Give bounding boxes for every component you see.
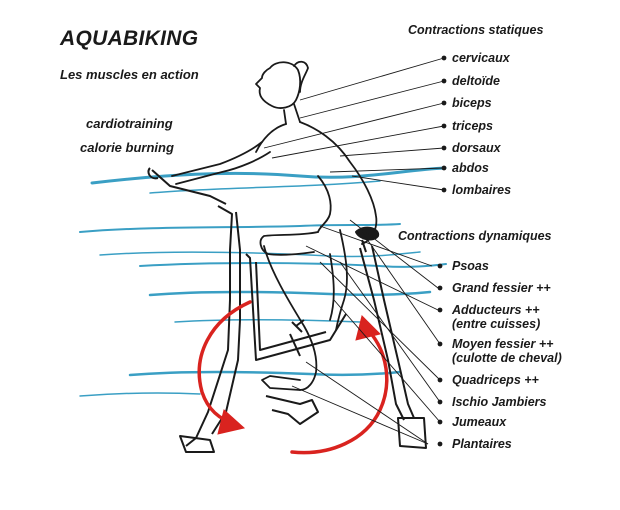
- rider-thigh: [259, 231, 319, 256]
- water-wave: [139, 262, 447, 268]
- bullet-dot: [441, 100, 447, 106]
- diagram-subtitle: Les muscles en action: [60, 67, 199, 82]
- bullet-dot: [437, 341, 443, 347]
- exercise-bike: [147, 167, 427, 453]
- bike-rear-leg: [359, 247, 405, 421]
- muscle-label: Moyen fessier ++: [452, 337, 554, 351]
- bike-front-frame: [185, 205, 233, 447]
- diagram-title: AQUABIKING: [60, 27, 199, 50]
- rider-head: [255, 61, 302, 109]
- rotation-arrow-right: [290, 328, 389, 455]
- leader-line: [349, 219, 439, 289]
- muscle-label: dorsaux: [452, 141, 501, 155]
- leader-line: [351, 175, 445, 191]
- bike-base-rear: [397, 417, 427, 449]
- leader-line: [339, 147, 445, 157]
- rider-torso: [255, 121, 378, 245]
- bullet-dot: [437, 441, 443, 447]
- leader-line: [305, 361, 429, 445]
- bullet-dot: [437, 377, 443, 383]
- pedal-rotation-arrows: [197, 300, 389, 455]
- leader-line: [319, 261, 441, 381]
- leader-line: [263, 102, 445, 149]
- rider-back: [317, 175, 332, 233]
- bike-main-body: [245, 253, 347, 361]
- muscle-label: triceps: [452, 119, 493, 133]
- bullet-dot: [441, 187, 447, 193]
- bike-crank: [291, 319, 305, 333]
- leader-line: [361, 231, 441, 345]
- muscle-label: abdos: [452, 161, 489, 175]
- leader-line: [299, 57, 445, 101]
- leader-line: [319, 225, 433, 267]
- rider-foot-front: [261, 375, 301, 391]
- bike-base-front: [179, 435, 215, 453]
- bike-main-body-inner: [255, 261, 327, 351]
- rider-shin-back: [329, 253, 335, 321]
- bike-pedal: [265, 395, 319, 425]
- leader-line: [305, 245, 439, 311]
- rotation-arrow-left-head: [217, 409, 246, 435]
- static-contractions-header: Contractions statiques: [408, 23, 544, 37]
- bike-seat-post: [361, 239, 367, 253]
- muscle-label: deltoïde: [452, 74, 500, 88]
- rider-ponytail: [293, 60, 309, 93]
- muscle-sublabel: (entre cuisses): [452, 317, 541, 331]
- leader-line: [333, 299, 441, 423]
- muscle-label: cervicaux: [452, 51, 510, 65]
- muscle-label: Ischio Jambiers: [452, 395, 547, 409]
- water-wave: [148, 290, 432, 297]
- rider-arm-upper: [171, 141, 263, 177]
- leader-lines: [263, 57, 445, 445]
- note-calorie-burning: calorie burning: [80, 140, 174, 155]
- rider-shin-front: [263, 245, 318, 391]
- muscle-label: Psoas: [452, 259, 489, 273]
- bullet-dot: [437, 419, 443, 425]
- bike-handlebar: [151, 169, 227, 205]
- bike-handlebar-grip: [147, 167, 159, 180]
- rider-figure: [171, 60, 378, 391]
- leader-line: [291, 385, 429, 445]
- water-wave: [79, 392, 201, 397]
- bullet-dot: [441, 145, 447, 151]
- muscle-label: Plantaires: [452, 437, 512, 451]
- water-wave: [149, 180, 381, 194]
- bike-front-leg: [211, 211, 241, 435]
- leader-line: [339, 261, 441, 403]
- muscle-label: Jumeaux: [452, 415, 507, 429]
- dynamic-contractions-header: Contractions dynamiques: [398, 229, 552, 243]
- bullet-dot: [437, 285, 443, 291]
- bullet-dot: [441, 165, 447, 171]
- leader-line: [299, 80, 445, 119]
- water-wave: [79, 223, 401, 233]
- bike-pedal-arm: [289, 333, 301, 357]
- bullet-dot: [441, 123, 447, 129]
- muscle-label: lombaires: [452, 183, 512, 197]
- bullet-dot: [437, 307, 443, 313]
- rotation-arrow-right-head: [355, 315, 381, 341]
- water-wave: [174, 318, 361, 323]
- rider-arm-lower: [175, 151, 271, 185]
- note-cardiotraining: cardiotraining: [86, 116, 173, 131]
- bullet-dot: [437, 399, 443, 405]
- bullet-dot: [437, 263, 443, 269]
- muscle-label: Adducteurs ++: [452, 303, 540, 317]
- leader-line: [329, 167, 445, 173]
- rider-thigh-back: [335, 229, 348, 331]
- label-bullets: [437, 55, 447, 447]
- muscle-label: Quadriceps ++: [452, 373, 539, 387]
- bullet-dot: [441, 78, 447, 84]
- water-wave: [99, 251, 421, 258]
- bullet-dot: [441, 55, 447, 61]
- rotation-arrow-left: [197, 300, 252, 426]
- muscle-label: Grand fessier ++: [452, 281, 551, 295]
- water-waves: [79, 166, 447, 397]
- rider-neck: [283, 103, 301, 125]
- leader-line: [271, 125, 445, 159]
- water-wave: [128, 370, 402, 377]
- muscle-label: biceps: [452, 96, 492, 110]
- muscle-sublabel: (culotte de cheval): [452, 351, 562, 365]
